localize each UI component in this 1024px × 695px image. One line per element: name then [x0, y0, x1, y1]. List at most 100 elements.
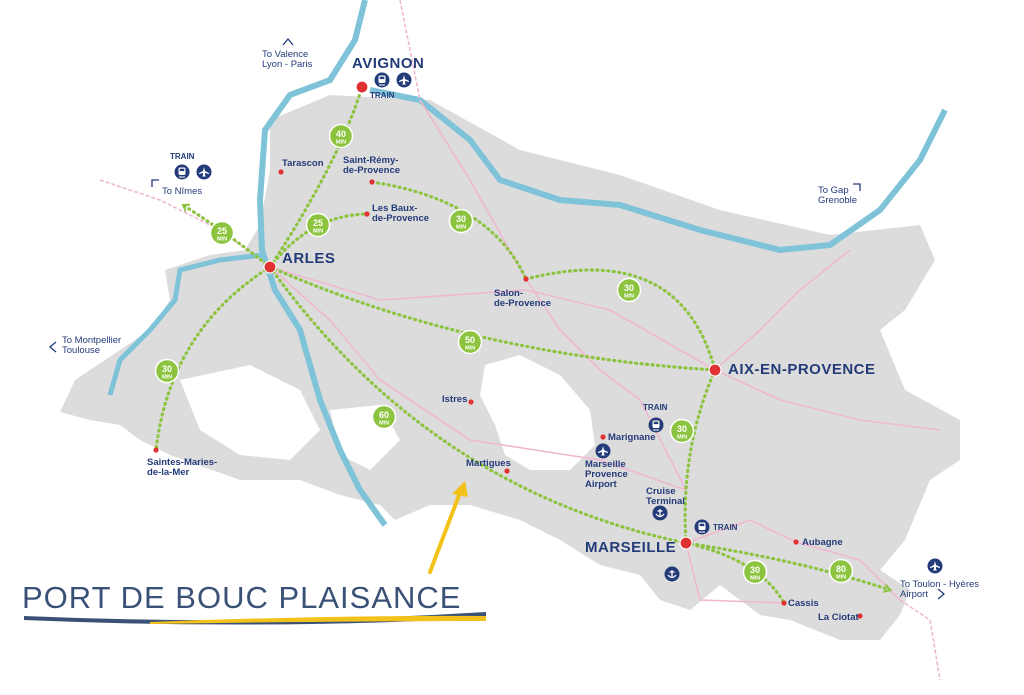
route-minutes: 30: [677, 424, 687, 434]
route-marseille-toulon: [684, 541, 892, 592]
route-arrow-arles-nimes: [181, 203, 191, 212]
city-label: Tarascon: [282, 158, 324, 169]
route-unit: MIN: [336, 140, 346, 146]
route-unit: MIN: [624, 294, 634, 300]
route-unit: MIN: [162, 375, 172, 381]
city-label: Istres: [442, 394, 467, 405]
route-minutes: 30: [624, 283, 634, 293]
route-minutes: 30: [162, 364, 172, 374]
route-unit: MIN: [677, 435, 687, 441]
city-dot: [468, 399, 474, 405]
city-label: Aubagne: [802, 537, 843, 548]
plane-icon: [196, 164, 212, 180]
city-markers: AVIGNON TRAIN ARLES AIX-EN-PROVENCE MARSEILL…: [147, 55, 876, 623]
route-unit: MIN: [379, 421, 389, 427]
mode-label: TRAIN: [643, 403, 668, 412]
route-aix-marseille: [683, 368, 717, 545]
direction-arrow-icon: [853, 183, 861, 191]
route-lines: [154, 85, 892, 605]
train-icon: [374, 72, 390, 88]
city-label: Saint-Rémy-de-Provence: [343, 155, 400, 176]
direction-arrow-icon: [937, 588, 946, 600]
route-unit: MIN: [465, 346, 475, 352]
route-arles-aix: [268, 265, 717, 372]
city-dot: [793, 539, 799, 545]
city-label: Saintes-Maries-de-la-Mer: [147, 457, 217, 478]
direction-arrow-icon: [282, 37, 294, 46]
city-cassis: Cassis: [781, 598, 819, 609]
city-ciotat: La Ciotat: [818, 612, 863, 623]
city-dot: [369, 179, 375, 185]
city-tarascon: Tarascon: [278, 158, 324, 175]
city-marignane: Marignane: [600, 432, 656, 443]
plane-icon: [927, 558, 943, 574]
city-dot: [523, 276, 529, 282]
city-dot: [364, 211, 370, 217]
city-st-remy: Saint-Rémy-de-Provence: [343, 155, 400, 185]
route-unit: MIN: [217, 237, 227, 243]
city-avignon: AVIGNON TRAIN: [352, 55, 424, 100]
plane-icon: [396, 72, 412, 88]
anchor-icon: [652, 505, 668, 521]
city-label: La Ciotat: [818, 612, 859, 623]
route-minutes: 60: [379, 410, 389, 420]
route-arles-nimes: [181, 203, 272, 269]
ferry-icon: [664, 566, 680, 582]
route-arles-saintes: [154, 265, 272, 452]
route-salon-aix: [524, 268, 717, 372]
city-label: AIX-EN-PROVENCE: [728, 361, 876, 378]
plane-icon: [595, 443, 611, 459]
city-label: Marignane: [608, 432, 656, 443]
brand-name: PORT DE BOUC PLAISANCE: [22, 580, 461, 615]
train-icon: [694, 519, 710, 535]
city-label: Martigues: [466, 458, 511, 469]
city-dot: [708, 363, 722, 377]
route-minutes: 25: [217, 226, 227, 236]
city-label: AVIGNON: [352, 55, 424, 72]
city-dot: [355, 80, 369, 94]
route-arles-avignon: [268, 85, 364, 269]
train-icon: [648, 417, 664, 433]
route-minutes: 50: [465, 335, 475, 345]
route-unit: MIN: [313, 229, 323, 235]
city-dot: [278, 169, 284, 175]
route-arles-marseille: [268, 265, 688, 545]
city-label: ARLES: [282, 250, 335, 267]
city-dot: [857, 613, 863, 619]
mode-label: TRAIN: [370, 91, 395, 100]
route-minutes: 30: [456, 214, 466, 224]
mode-label: TRAIN: [713, 523, 738, 532]
route-unit: MIN: [456, 225, 466, 231]
city-dot: [781, 600, 787, 606]
direction-arrow-icon: [151, 179, 159, 187]
route-minutes: 80: [836, 564, 846, 574]
berre-lagoon: [480, 355, 595, 470]
city-label: MARSEILLE: [585, 539, 676, 556]
city-dot: [153, 447, 159, 453]
direction-arrow-icon: [48, 341, 57, 353]
durance-river: [369, 87, 948, 254]
roads: [99, 0, 941, 681]
city-arles: ARLES: [263, 250, 335, 274]
city-baux: Les Baux-de-Provence: [364, 203, 429, 224]
route-unit: MIN: [750, 576, 760, 582]
